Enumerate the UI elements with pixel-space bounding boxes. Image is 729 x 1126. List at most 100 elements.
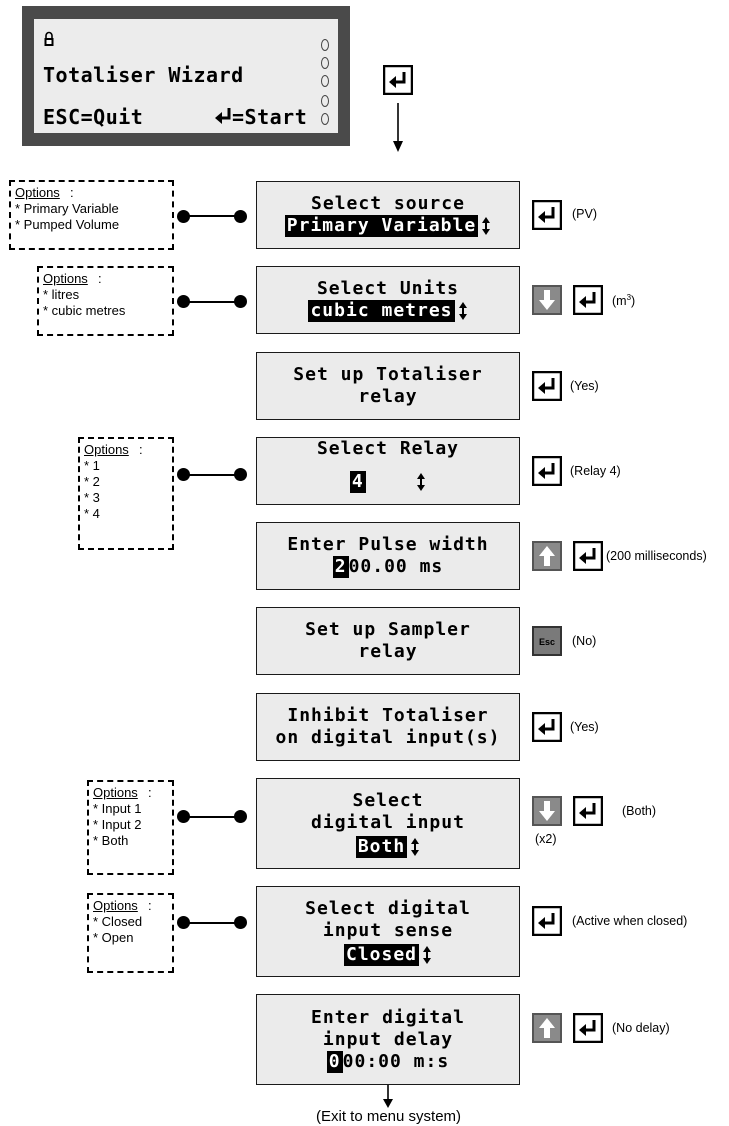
connector-dot <box>234 210 247 223</box>
cursor-digit: 2 <box>332 556 349 578</box>
connector-dot <box>177 210 190 223</box>
connector-line <box>187 816 242 818</box>
options-title: Options <box>93 785 138 800</box>
step-note: (Active when closed) <box>572 914 688 928</box>
esc-quit-label: ESC=Quit <box>43 105 144 129</box>
options-box-input-sense: Options: * Closed * Open <box>87 893 174 973</box>
connector-line <box>187 922 242 924</box>
step-label: input delay <box>322 1028 454 1050</box>
option-item: * litres <box>43 287 80 302</box>
options-title: Options <box>93 898 138 913</box>
step-note: (No delay) <box>612 1021 670 1035</box>
selected-value: 4 <box>349 471 366 493</box>
indicator-led <box>321 57 329 69</box>
up-down-arrows-icon <box>423 945 432 964</box>
down-arrow-icon <box>393 103 403 152</box>
option-item: * Primary Variable <box>15 201 119 216</box>
exit-label: (Exit to menu system) <box>316 1108 462 1125</box>
selected-value: Primary Variable <box>284 215 479 237</box>
step-setup-totaliser-relay: Set up Totaliser relay <box>256 352 520 420</box>
enter-key-icon <box>532 906 562 936</box>
enter-key-icon <box>532 200 562 230</box>
step-label: Enter digital <box>311 1006 465 1028</box>
step-note: (PV) <box>572 207 597 221</box>
step-label: Select Relay <box>316 438 460 459</box>
options-box-source: Options: * Primary Variable * Pumped Vol… <box>9 180 174 250</box>
enter-key-icon <box>573 1013 603 1043</box>
connector-dot <box>234 468 247 481</box>
step-label: input sense <box>322 919 454 941</box>
option-item: * 2 <box>84 474 100 489</box>
step-label: Enter Pulse width <box>287 534 489 555</box>
step-note: (m3) <box>612 293 636 309</box>
indicator-led <box>321 39 329 51</box>
step-select-source: Select source Primary Variable <box>256 181 520 249</box>
options-box-digital-input: Options: * Input 1 * Input 2 * Both <box>87 780 174 875</box>
down-key-icon <box>532 285 562 315</box>
step-inhibit-totaliser: Inhibit Totaliser on digital input(s) <box>256 693 520 761</box>
enter-key-icon <box>532 712 562 742</box>
step-label: Select Units <box>316 278 460 299</box>
cursor-digit: 0 <box>326 1050 343 1073</box>
options-box-units: Options: * litres * cubic metres <box>37 266 174 336</box>
step-note: (Both) <box>622 804 657 818</box>
option-item: * Open <box>93 930 134 945</box>
step-select-relay: Select Relay 4 <box>256 437 520 505</box>
step-note: (200 milliseconds) <box>606 549 707 563</box>
connector-dot <box>177 916 190 929</box>
enter-key-icon <box>573 285 603 315</box>
options-box-relay: Options: * 1 * 2 * 3 * 4 <box>78 437 174 550</box>
enter-key-icon <box>573 541 603 571</box>
step-label: relay <box>358 386 418 407</box>
connector-line <box>187 301 242 303</box>
option-item: * cubic metres <box>43 303 126 318</box>
svg-text:Esc: Esc <box>539 637 555 647</box>
enter-key-icon <box>573 796 603 826</box>
connector-dot <box>177 468 190 481</box>
value-text: 00:00 m:s <box>342 1050 450 1072</box>
connector-dot <box>234 295 247 308</box>
display-screen: Totaliser Wizard ESC=Quit =Start <box>34 19 338 133</box>
step-setup-sampler-relay: Set up Sampler relay <box>256 607 520 675</box>
step-label: Set up Totaliser <box>293 364 483 385</box>
option-item: * 4 <box>84 506 100 521</box>
options-title: Options <box>15 185 60 200</box>
up-key-icon <box>532 1013 562 1043</box>
connector-dot <box>177 810 190 823</box>
option-item: * 3 <box>84 490 100 505</box>
up-down-arrows-icon <box>458 302 467 320</box>
option-item: * Closed <box>93 914 143 929</box>
step-label: Select <box>352 789 424 811</box>
selected-value: cubic metres <box>308 300 455 322</box>
repeat-count: (x2) <box>535 832 557 846</box>
connector-line <box>187 215 242 217</box>
step-label: Select digital <box>305 897 471 919</box>
step-label: Select source <box>311 193 465 214</box>
lock-icon <box>44 31 54 46</box>
step-note: (Yes) <box>570 379 599 393</box>
display-frame: Totaliser Wizard ESC=Quit =Start <box>22 6 350 146</box>
esc-key-icon: Esc <box>532 626 562 656</box>
connector-dot <box>177 295 190 308</box>
step-note: (Yes) <box>570 720 599 734</box>
up-down-arrows-icon <box>411 837 420 856</box>
selected-value: Both <box>355 835 408 858</box>
step-label: digital input <box>311 811 465 833</box>
enter-key-icon <box>532 371 562 401</box>
down-key-icon <box>532 796 562 826</box>
step-select-input-sense: Select digital input sense Closed <box>256 886 520 977</box>
connector-dot <box>234 916 247 929</box>
selected-value: Closed <box>343 943 420 966</box>
indicator-led <box>321 113 329 125</box>
connector-dot <box>234 810 247 823</box>
indicator-led <box>321 95 329 107</box>
options-title: Options <box>84 442 129 457</box>
step-label: relay <box>358 641 418 662</box>
step-note: (No) <box>572 634 597 648</box>
down-arrow-icon <box>383 1085 393 1108</box>
step-label: Inhibit Totaliser <box>287 705 489 726</box>
wizard-title: Totaliser Wizard <box>43 63 244 87</box>
up-down-arrows-icon <box>417 473 426 491</box>
